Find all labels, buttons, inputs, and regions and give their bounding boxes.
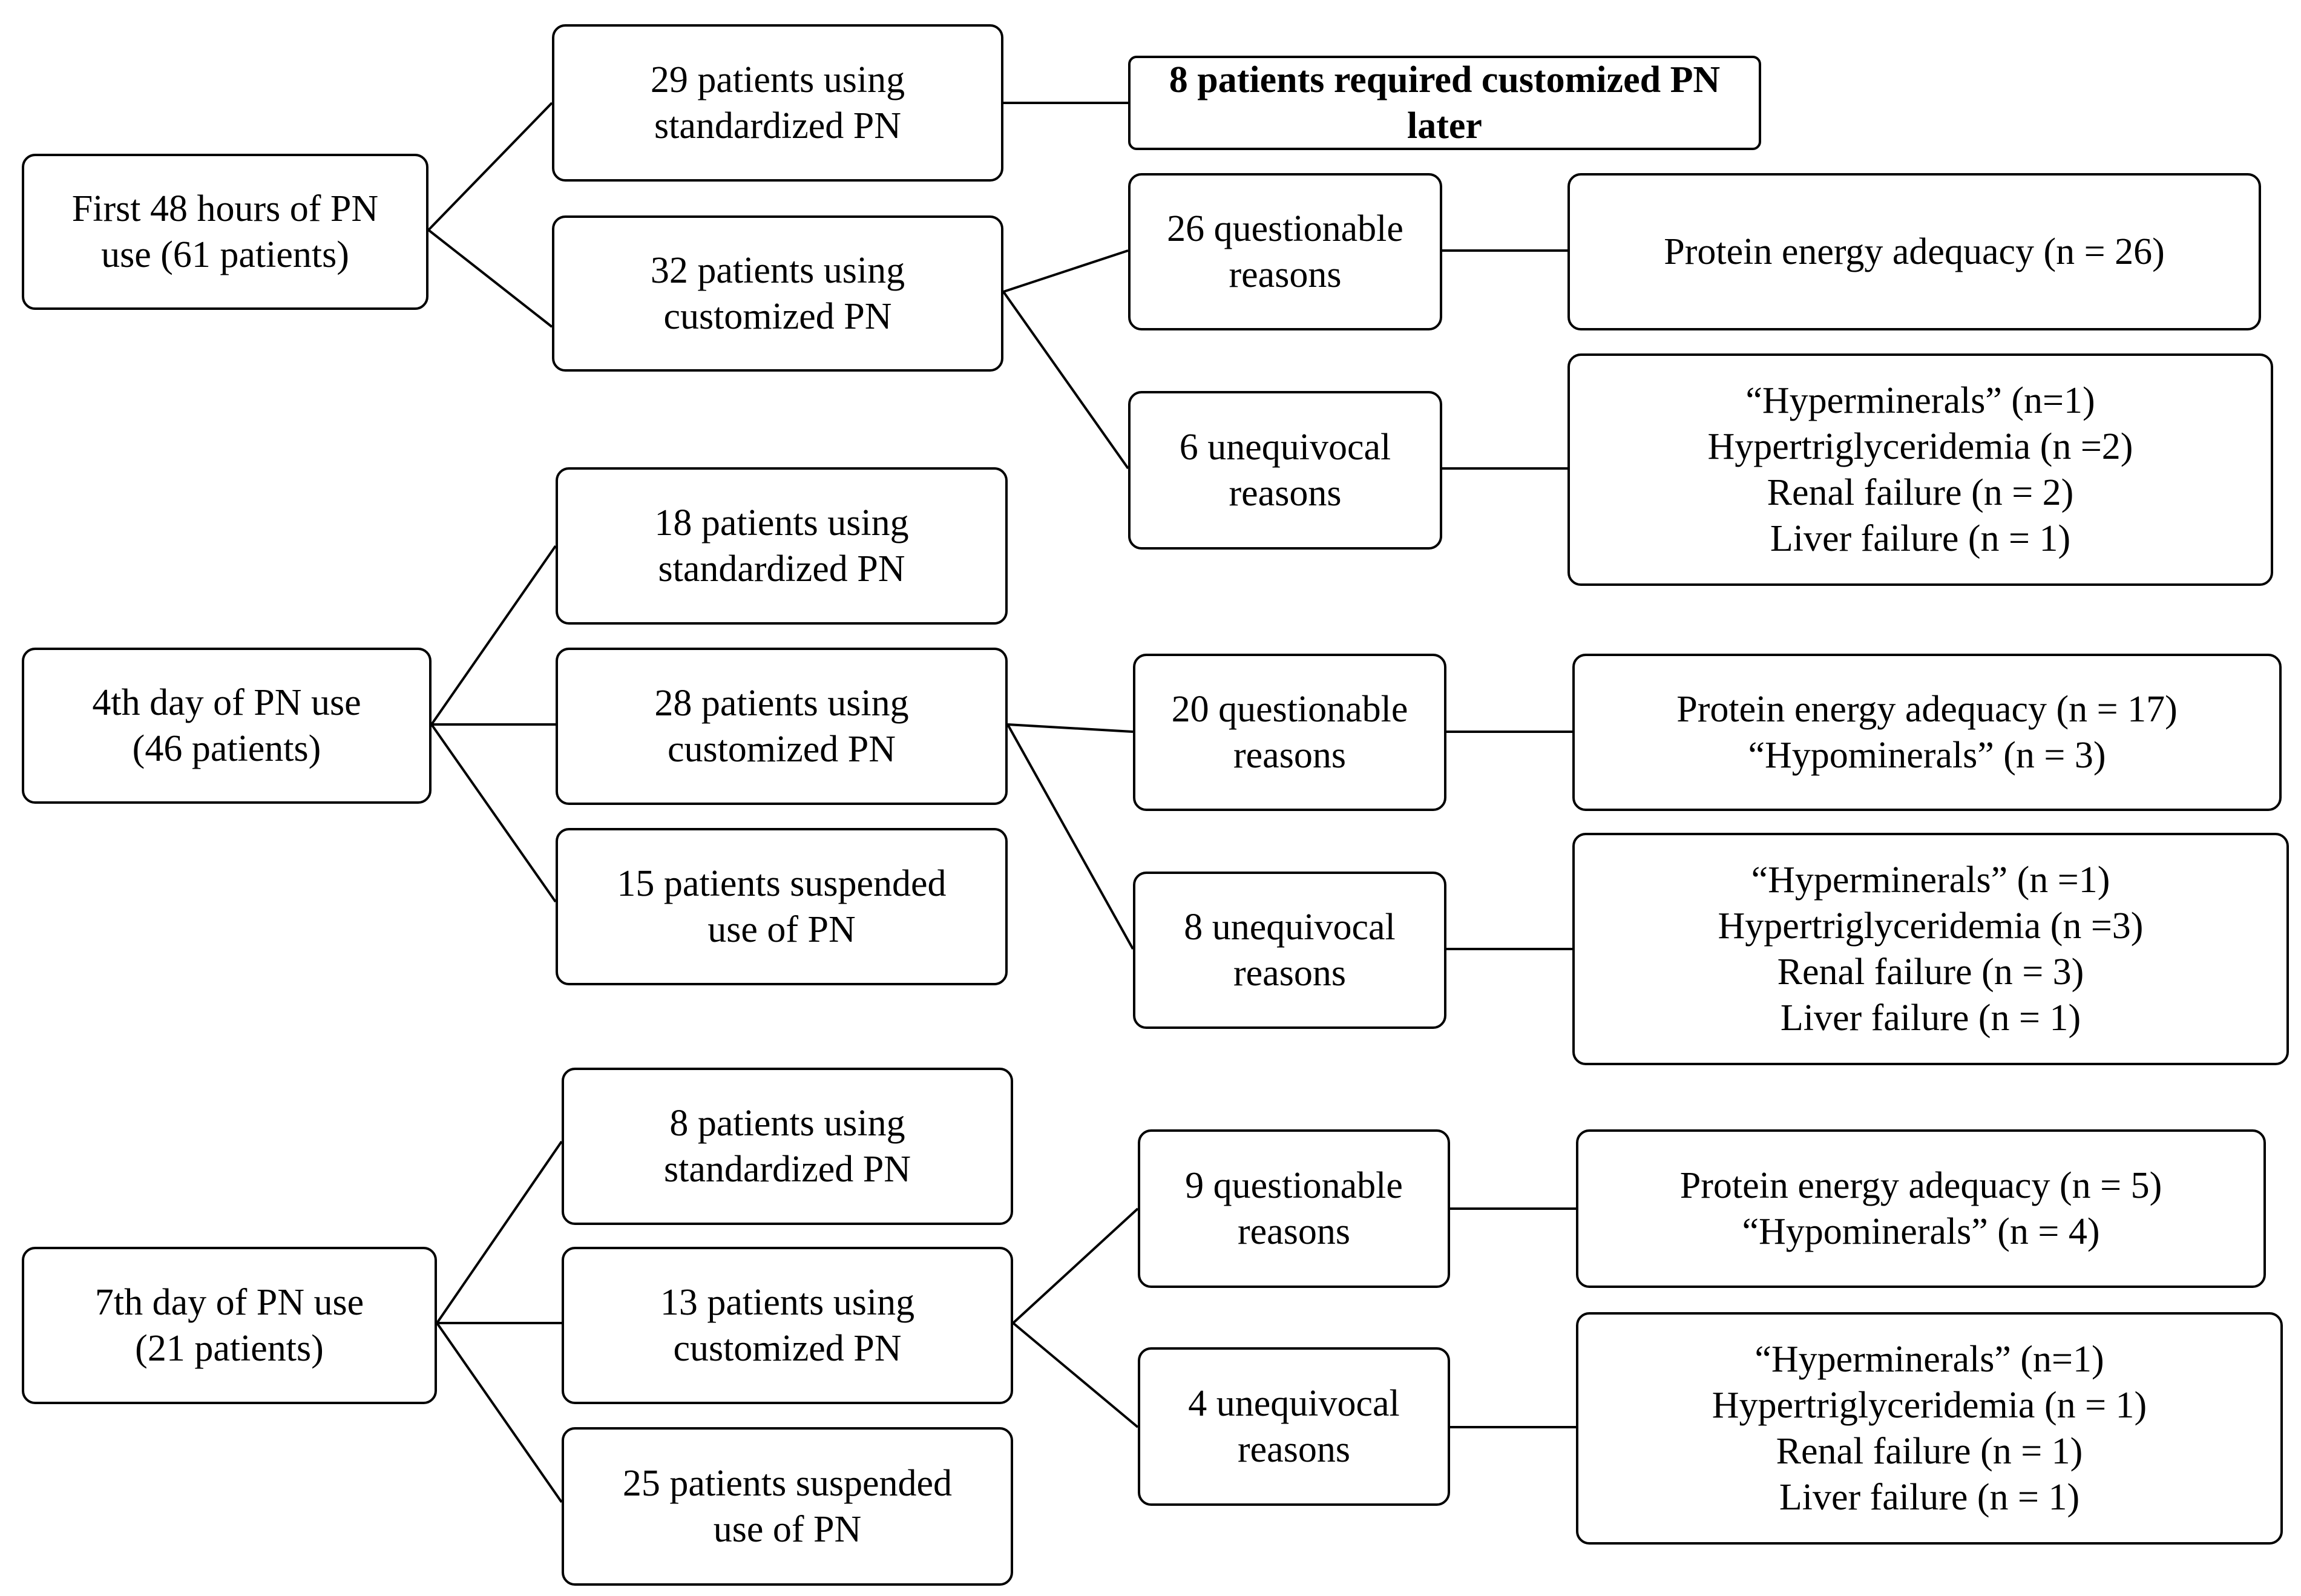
- box-text-line: 7th day of PN use: [94, 1282, 364, 1323]
- box-text-line: reasons: [1238, 1429, 1350, 1470]
- box-text-line: reasons: [1233, 953, 1346, 994]
- box-text-line: 4th day of PN use: [92, 682, 361, 723]
- box-text-line: (46 patients): [132, 728, 321, 769]
- connector: [1012, 1207, 1139, 1324]
- box-text-line: 26 questionable: [1167, 208, 1403, 249]
- standardized-followup-box: 8 patients required customized PN later: [1128, 56, 1761, 150]
- unequivocal-reasons-box: 4 unequivocal reasons: [1138, 1347, 1450, 1506]
- box-text-line: 13 patients using: [660, 1282, 915, 1323]
- suspended-pn-box: 25 patients suspended use of PN: [562, 1427, 1013, 1586]
- box-text-line: standardized PN: [654, 105, 902, 146]
- customized-pn-box: 32 patients using customized PN: [552, 215, 1003, 372]
- connector: [430, 723, 557, 903]
- connector: [1002, 291, 1129, 470]
- customized-pn-box: 13 patients using customized PN: [562, 1247, 1013, 1404]
- stage-root-box: 4th day of PN use (46 patients): [22, 648, 432, 804]
- unequivocal-detail-box: “Hyperminerals” (n =1) Hypertriglyceride…: [1572, 833, 2289, 1065]
- box-text-line: Protein energy adequacy (n = 26): [1664, 231, 2165, 272]
- box-text-line: “Hyperminerals” (n=1): [1754, 1339, 2104, 1380]
- box-text-line: reasons: [1229, 473, 1342, 514]
- stage-root-box: First 48 hours of PN use (61 patients): [22, 154, 428, 310]
- box-text-line: use (61 patients): [101, 234, 349, 275]
- box-text-line: reasons: [1233, 735, 1346, 776]
- box-text-line: 29 patients using: [650, 59, 905, 100]
- connector: [430, 545, 557, 726]
- questionable-detail-box: Protein energy adequacy (n = 17) “Hypomi…: [1572, 654, 2282, 811]
- box-text-line: Protein energy adequacy (n = 5): [1679, 1165, 2162, 1206]
- connector: [1012, 1322, 1139, 1428]
- box-text-line: “Hypominerals” (n = 3): [1748, 735, 2106, 776]
- questionable-reasons-box: 20 questionable reasons: [1133, 654, 1446, 811]
- unequivocal-detail-box: “Hyperminerals” (n=1) Hypertriglyceridem…: [1576, 1312, 2283, 1545]
- box-text-line: “Hyperminerals” (n=1): [1745, 380, 2095, 421]
- box-text-line: 18 patients using: [654, 502, 909, 543]
- box-text-line: 15 patients suspended: [617, 863, 947, 904]
- box-text-line: reasons: [1229, 254, 1342, 295]
- box-text-line: 8 patients required customized PN: [1169, 59, 1721, 100]
- connector: [1003, 249, 1129, 293]
- questionable-detail-box: Protein energy adequacy (n = 5) “Hypomin…: [1576, 1129, 2266, 1288]
- box-text-line: 32 patients using: [650, 250, 905, 291]
- box-text-line: 6 unequivocal: [1179, 427, 1391, 468]
- connector: [436, 1140, 563, 1324]
- connector: [427, 102, 553, 231]
- box-text-line: customized PN: [663, 296, 892, 337]
- box-text-line: Renal failure (n = 1): [1776, 1431, 2083, 1472]
- box-text-line: Protein energy adequacy (n = 17): [1676, 689, 2178, 730]
- box-text-line: Hypertriglyceridemia (n =2): [1707, 426, 2133, 467]
- standardized-pn-box: 18 patients using standardized PN: [556, 467, 1008, 625]
- box-text-line: “Hyperminerals” (n =1): [1751, 859, 2110, 901]
- box-text-line: Liver failure (n = 1): [1779, 1477, 2080, 1518]
- box-text-line: 25 patients suspended: [622, 1463, 953, 1504]
- box-text-line: customized PN: [673, 1328, 902, 1369]
- unequivocal-reasons-box: 6 unequivocal reasons: [1128, 391, 1442, 550]
- box-text-line: 9 questionable: [1185, 1165, 1403, 1206]
- box-text-line: Liver failure (n = 1): [1780, 997, 2081, 1039]
- box-text-line: Renal failure (n = 3): [1777, 951, 2084, 993]
- box-text-line: “Hypominerals” (n = 4): [1742, 1211, 2100, 1252]
- connector: [427, 229, 553, 328]
- connector: [1007, 723, 1134, 733]
- box-text-line: Renal failure (n = 2): [1767, 472, 2074, 513]
- box-text-line: 8 unequivocal: [1184, 907, 1396, 948]
- box-text-line: 28 patients using: [654, 683, 909, 724]
- box-text-line: later: [1407, 105, 1482, 146]
- standardized-pn-box: 8 patients using standardized PN: [562, 1068, 1013, 1225]
- box-text-line: 4 unequivocal: [1188, 1383, 1400, 1424]
- box-text-line: standardized PN: [663, 1149, 911, 1190]
- box-text-line: (21 patients): [135, 1328, 324, 1369]
- box-text-line: reasons: [1238, 1211, 1350, 1252]
- questionable-reasons-box: 9 questionable reasons: [1138, 1129, 1450, 1288]
- box-text-line: use of PN: [707, 909, 856, 950]
- box-text-line: Hypertriglyceridemia (n = 1): [1712, 1385, 2147, 1426]
- box-text-line: Hypertriglyceridemia (n =3): [1718, 905, 2144, 947]
- connector: [1006, 724, 1134, 950]
- standardized-pn-box: 29 patients using standardized PN: [552, 24, 1003, 182]
- connector: [436, 1322, 563, 1503]
- box-text-line: 8 patients using: [669, 1103, 905, 1144]
- box-text-line: use of PN: [713, 1509, 862, 1550]
- box-text-line: standardized PN: [658, 548, 905, 589]
- unequivocal-detail-box: “Hyperminerals” (n=1) Hypertriglyceridem…: [1567, 353, 2273, 586]
- unequivocal-reasons-box: 8 unequivocal reasons: [1133, 872, 1446, 1029]
- stage-root-box: 7th day of PN use (21 patients): [22, 1247, 437, 1404]
- questionable-reasons-box: 26 questionable reasons: [1128, 173, 1442, 330]
- customized-pn-box: 28 patients using customized PN: [556, 648, 1008, 805]
- box-text-line: customized PN: [667, 729, 896, 770]
- questionable-detail-box: Protein energy adequacy (n = 26): [1567, 173, 2261, 330]
- box-text-line: First 48 hours of PN: [71, 188, 379, 229]
- suspended-pn-box: 15 patients suspended use of PN: [556, 828, 1008, 985]
- box-text-line: Liver failure (n = 1): [1770, 518, 2071, 559]
- box-text-line: 20 questionable: [1171, 689, 1408, 730]
